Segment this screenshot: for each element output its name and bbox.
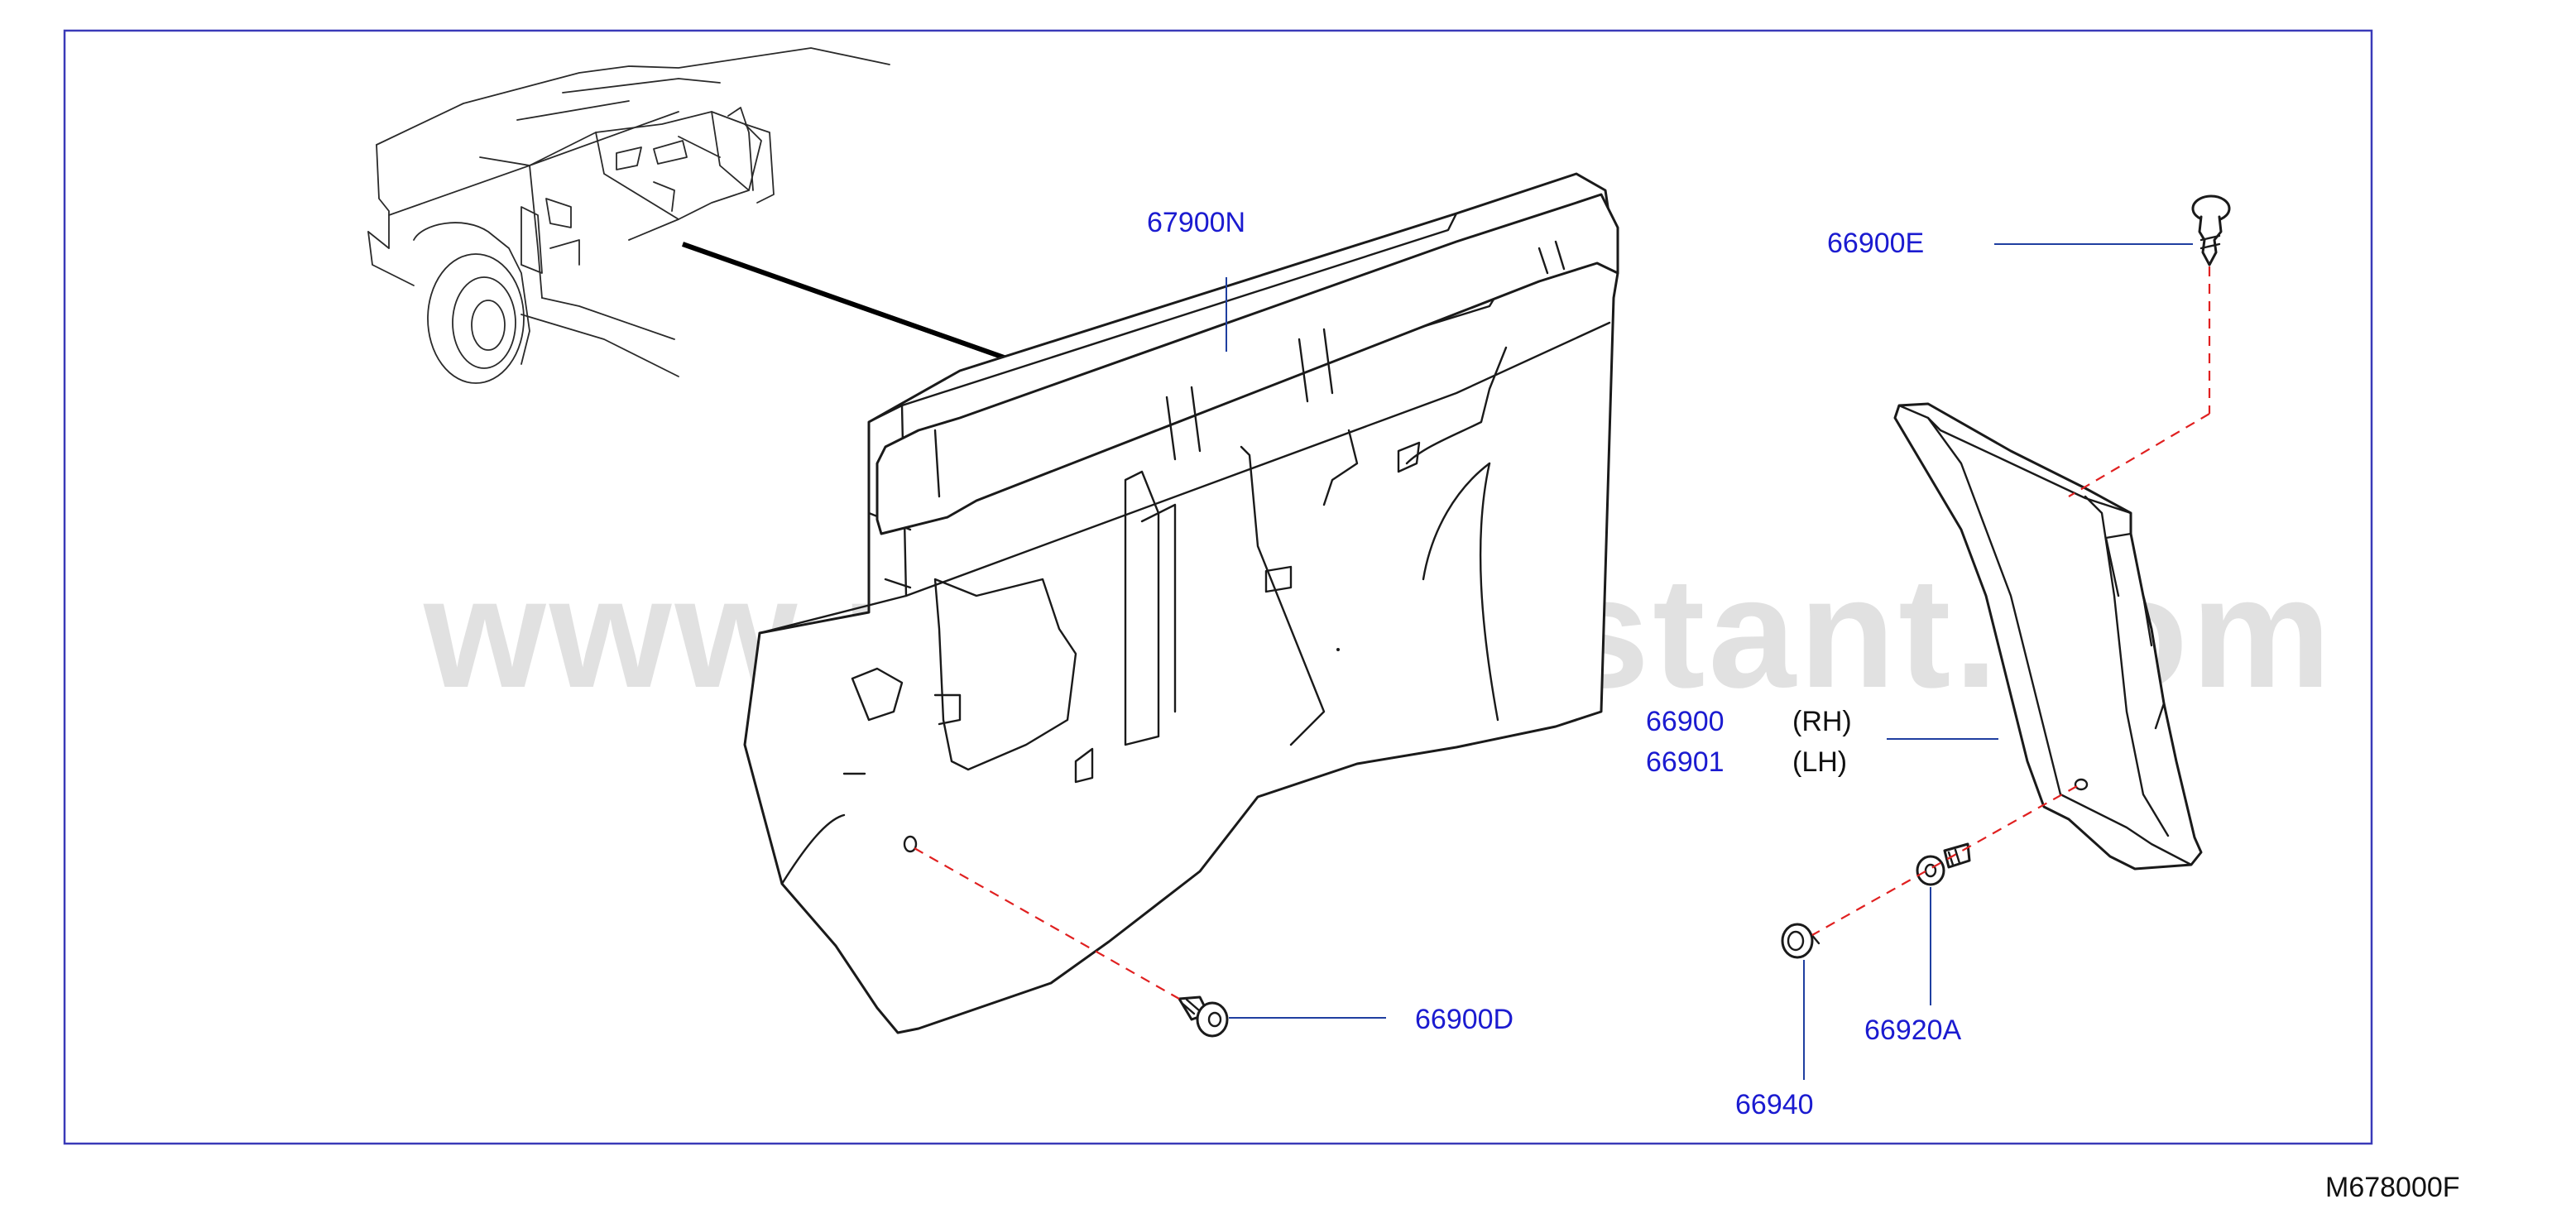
truck-sketch (367, 47, 890, 384)
callout-66920A: 66920A (1864, 1015, 1962, 1046)
side-code-lh: (LH) (1792, 746, 1847, 778)
callout-66901: 66901 (1646, 746, 1725, 778)
callout-67900N: 67900N (1147, 207, 1245, 238)
callout-66900D: 66900D (1415, 1004, 1513, 1035)
figure-reference: M678000F (2325, 1172, 2460, 1203)
callout-66940: 66940 (1735, 1089, 1814, 1120)
guide-clip-angle (2068, 413, 2210, 497)
callout-66900E: 66900E (1827, 228, 1924, 259)
screw-66900D (1178, 995, 1229, 1038)
screw-66920A (1916, 842, 1971, 886)
guide-screw-66920A-66940 (1811, 785, 2078, 936)
diagram-frame (63, 29, 2373, 1145)
callout-66900: 66900 (1646, 706, 1725, 737)
kick-panel-66900-66901 (1893, 402, 2203, 871)
rear-panel-67900N (743, 172, 1619, 1034)
clip-66900E (2191, 194, 2231, 266)
side-code-rh: (RH) (1792, 706, 1852, 737)
location-arrow (682, 242, 1055, 375)
grommet-66940 (1781, 923, 1820, 959)
